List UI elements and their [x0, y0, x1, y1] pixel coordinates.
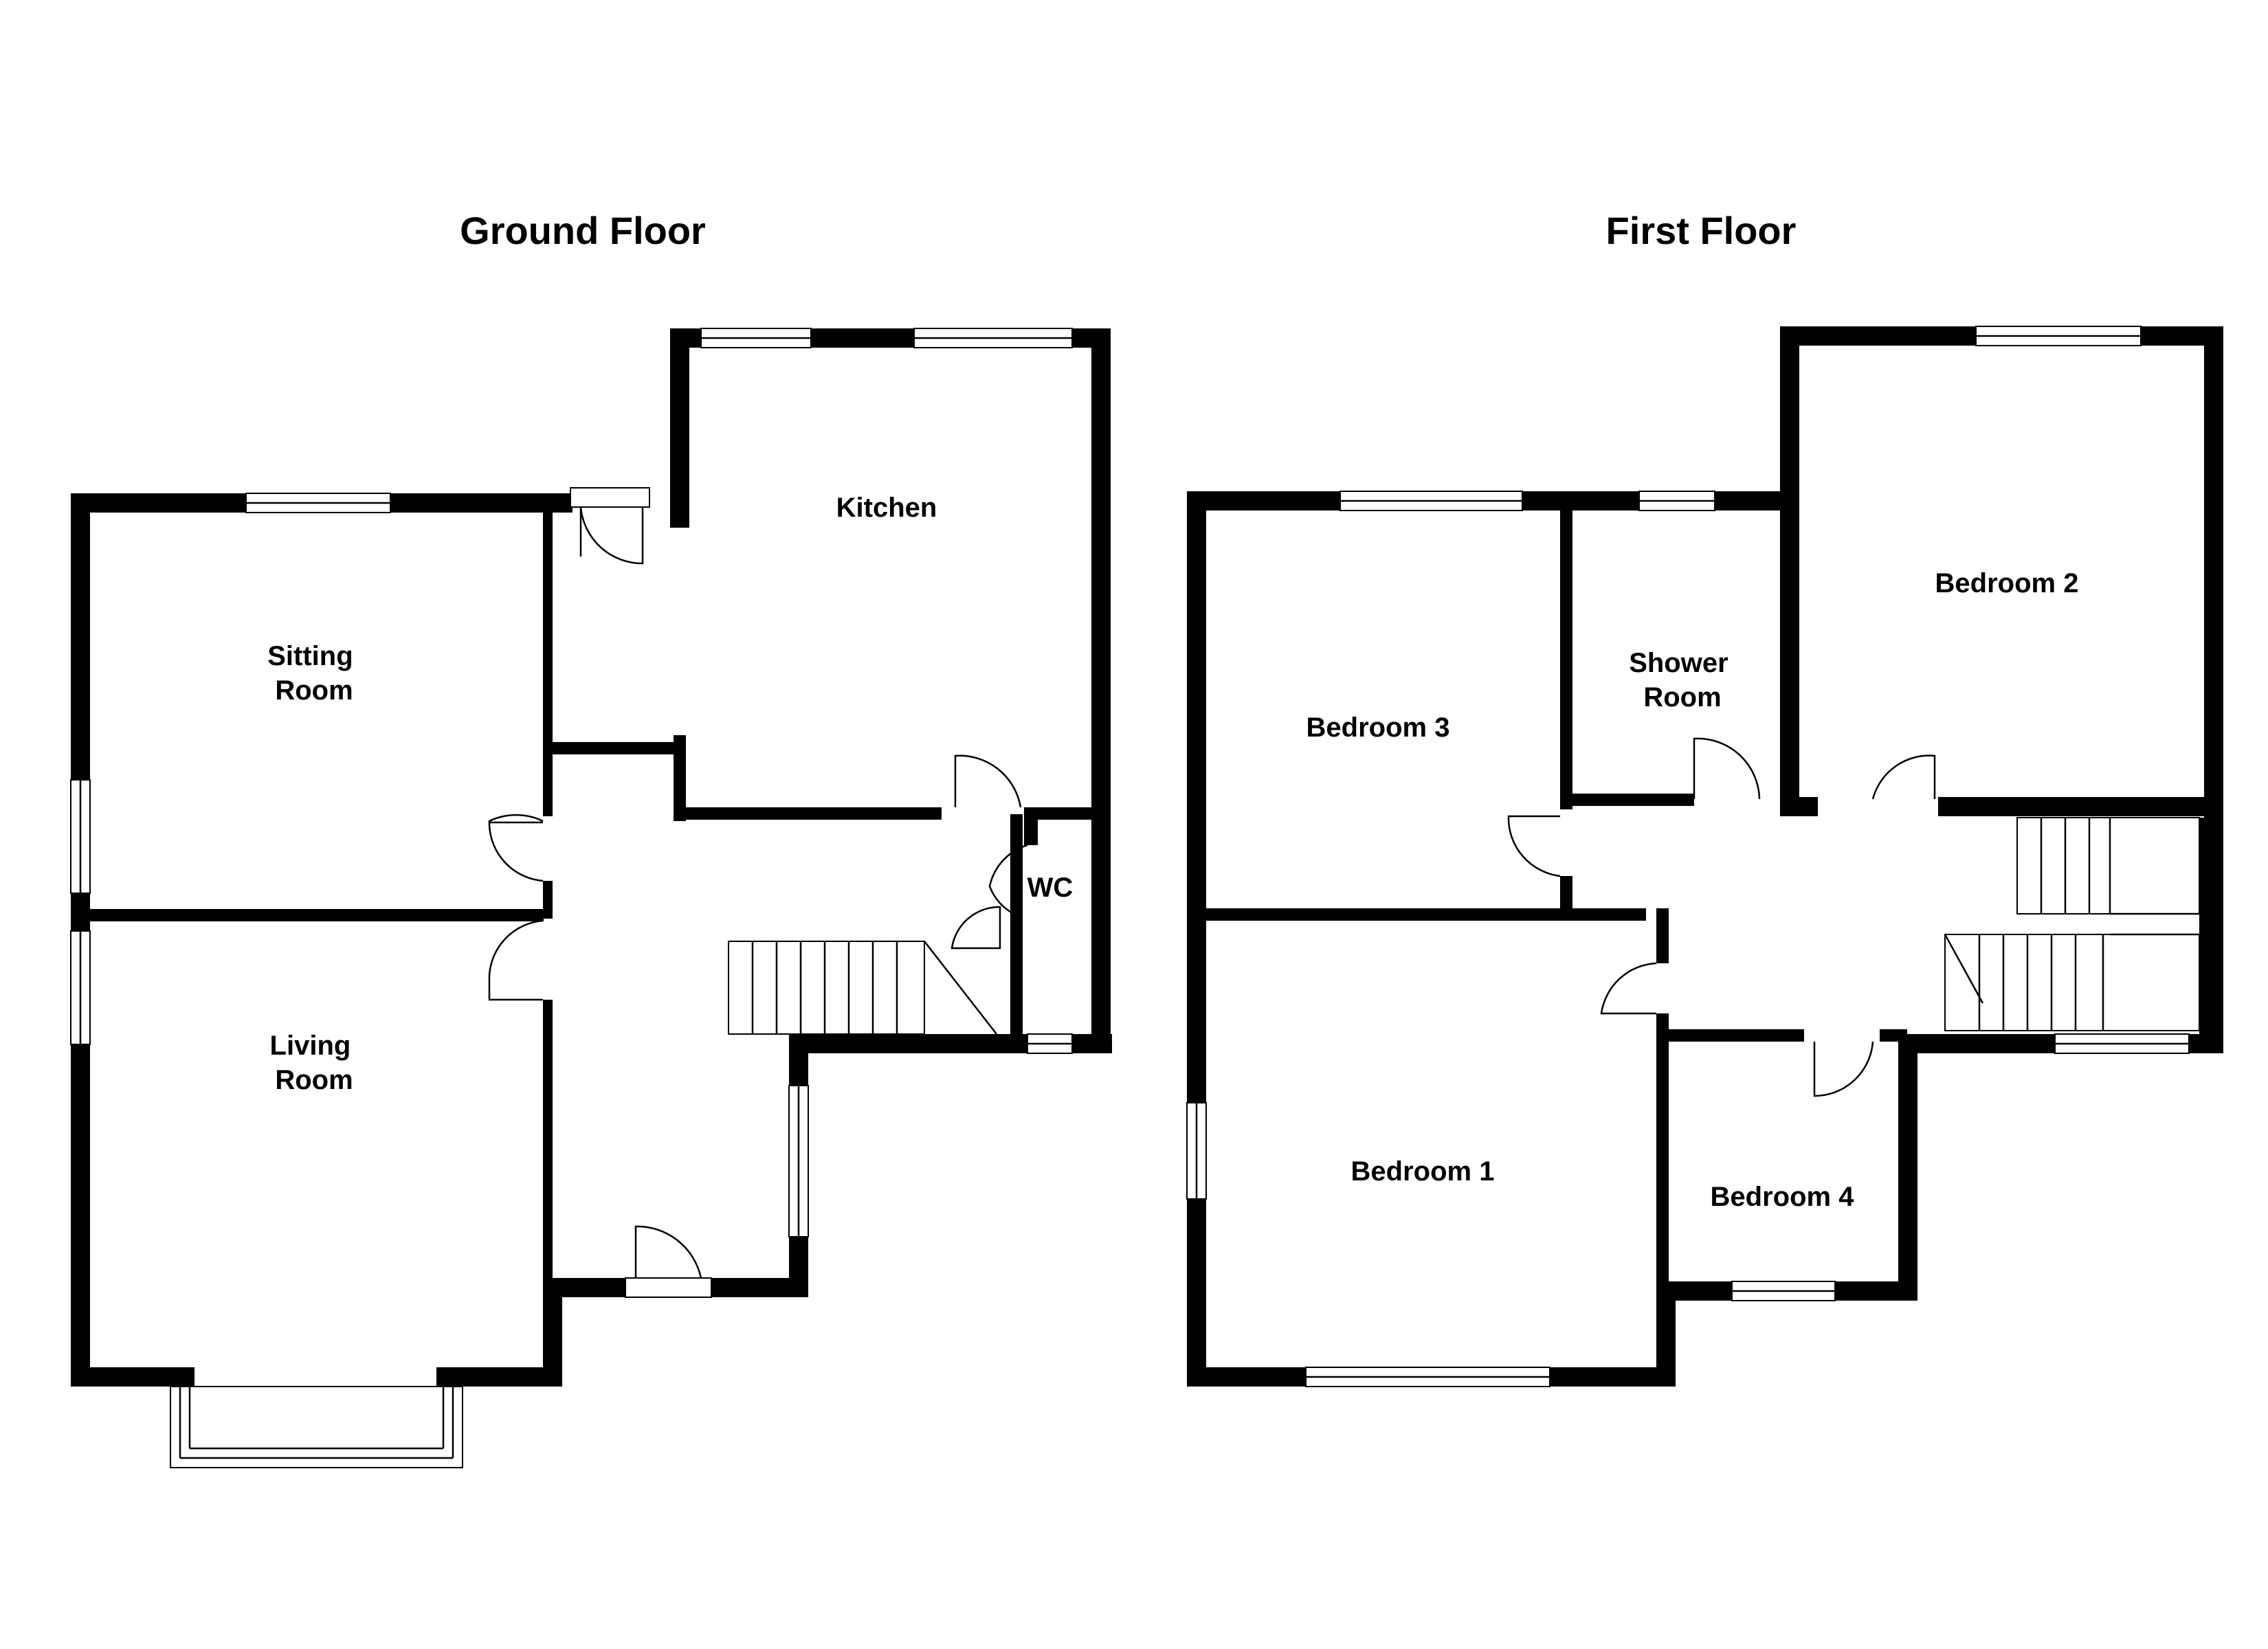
first-floor-title: First Floor: [1606, 209, 1797, 252]
room-label-living-room: Living Room: [270, 1031, 359, 1095]
living-room-line-1: Living: [270, 1031, 351, 1061]
room-label-kitchen: Kitchen: [836, 493, 937, 523]
living-room-line-2: Room: [275, 1065, 353, 1095]
shower-room-line-2: Room: [1643, 682, 1721, 713]
ground-floor-doors: [488, 487, 1028, 1298]
first-floor-windows: [1186, 326, 2190, 1387]
room-label-bedroom-4: Bedroom 4: [1711, 1182, 1855, 1212]
room-label-bedroom-2: Bedroom 2: [1935, 568, 2079, 598]
first-floor-staircase: [1944, 817, 2200, 1031]
first-floor-doors: [1507, 737, 1936, 1097]
ground-floor-title: Ground Floor: [460, 209, 706, 252]
ground-floor-staircase: [728, 941, 997, 1035]
first-floor-plan: Bedroom 3 Shower Room Bedroom 2 Bedroom …: [1186, 326, 2223, 1387]
room-label-bedroom-1: Bedroom 1: [1351, 1156, 1495, 1187]
room-label-wc: WC: [1027, 873, 1074, 903]
room-label-bedroom-3: Bedroom 3: [1307, 713, 1450, 743]
ground-floor-windows: [70, 328, 1073, 1468]
bay-window: [170, 1386, 463, 1468]
ground-floor-plan: Kitchen Sitting Room Living Room WC: [70, 328, 1112, 1468]
room-label-sitting-room: Sitting Room: [267, 641, 361, 706]
sitting-room-line-2: Room: [275, 675, 353, 706]
first-floor-walls: [1187, 326, 2223, 1387]
shower-room-line-1: Shower: [1629, 648, 1728, 678]
sitting-room-line-1: Sitting: [267, 641, 353, 671]
room-label-shower-room: Shower Room: [1629, 648, 1736, 713]
